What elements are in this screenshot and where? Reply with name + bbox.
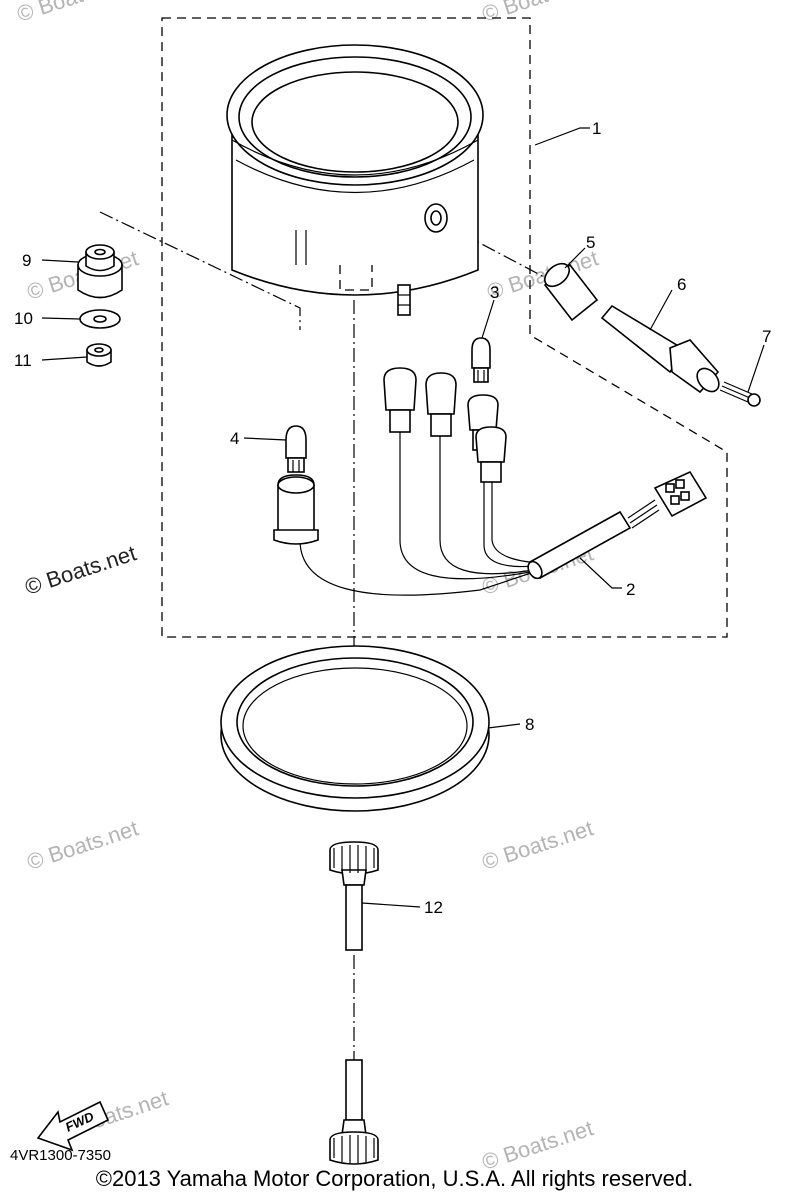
fwd-arrow-icon: FWD <box>36 1100 110 1152</box>
callout-7: 7 <box>762 327 771 346</box>
callout-5: 5 <box>586 233 595 252</box>
grommet <box>77 244 123 299</box>
watermark-right-lower: © Boats.net <box>479 815 596 874</box>
copyright-notice: ©2013 Yamaha Motor Corporation, U.S.A. A… <box>95 1166 694 1191</box>
callout-1: 1 <box>592 119 601 138</box>
nut <box>86 343 112 367</box>
watermark-top-right: © Boats.net <box>479 0 596 27</box>
leader-10 <box>41 317 81 320</box>
grommet-axis-line <box>99 211 301 330</box>
bulb-4 <box>285 425 307 473</box>
callout-11: 11 <box>14 351 32 370</box>
leader-7 <box>747 344 765 393</box>
callout-12: 12 <box>424 898 443 917</box>
callout-10: 10 <box>14 309 33 328</box>
leader-11 <box>41 356 88 361</box>
bulb-3 <box>471 337 491 383</box>
gauge-housing <box>226 44 484 316</box>
callout-6: 6 <box>677 275 686 294</box>
leader-9 <box>41 259 79 263</box>
diagram-code: 4VR1300-7350 <box>10 1147 111 1164</box>
callout-2: 2 <box>626 580 635 599</box>
leader-8 <box>487 723 521 729</box>
callout-4: 4 <box>230 429 239 448</box>
gasket-ring <box>220 645 490 812</box>
watermark-left-lower: © Boats.net <box>24 815 141 874</box>
washer <box>79 309 121 329</box>
leader-3 <box>481 299 495 339</box>
leader-2 <box>579 557 622 589</box>
callout-8: 8 <box>525 715 534 734</box>
speedometer-cable <box>329 841 379 1165</box>
callout-3: 3 <box>490 283 499 302</box>
leader-4 <box>243 437 287 441</box>
sleeve <box>600 304 720 394</box>
leader-12 <box>361 902 421 908</box>
callout-9: 9 <box>22 251 31 270</box>
leader-6 <box>649 289 673 331</box>
leader-1 <box>534 127 590 146</box>
watermark-prominent: © Boats.net <box>22 540 139 599</box>
leader-5 <box>564 247 586 269</box>
watermark-top-left: © Boats.net <box>14 0 131 27</box>
screw <box>719 381 761 407</box>
assembly-boundary <box>161 17 728 638</box>
spacer <box>543 262 599 322</box>
wire-harness <box>273 367 708 596</box>
